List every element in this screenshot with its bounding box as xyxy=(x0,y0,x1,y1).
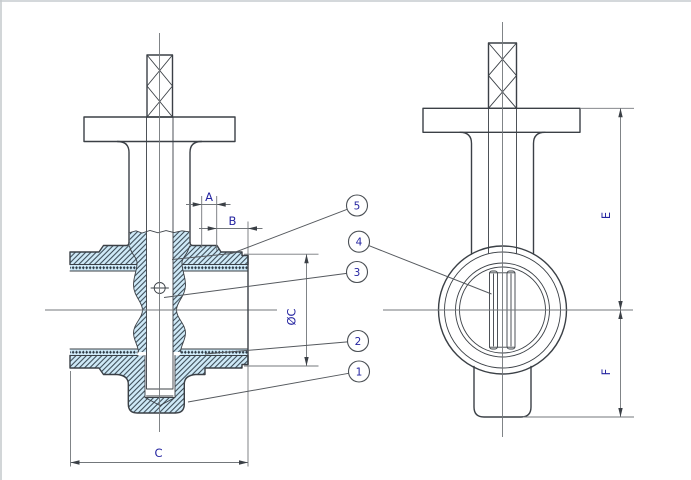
dim-diac-lines xyxy=(244,253,319,367)
dim-label-c: C xyxy=(154,446,162,460)
seat-liner-bottom-right xyxy=(180,349,248,356)
callout-3: 3 xyxy=(345,260,369,284)
stem-bore-cone xyxy=(144,397,176,407)
side-top-flange xyxy=(422,107,581,134)
disc-hub-right-outline xyxy=(176,245,190,353)
callout-5-number: 5 xyxy=(354,200,361,212)
callout-5-circle xyxy=(345,194,369,217)
callout-2-number: 2 xyxy=(355,336,362,348)
body-upper-outline xyxy=(69,241,249,266)
dim-label-e: E xyxy=(599,212,613,219)
dimensions: A B ØC C E F xyxy=(70,107,634,467)
seat-liner-bottom-left xyxy=(70,349,138,356)
callout-4-circle xyxy=(347,230,371,253)
callout-1-number: 1 xyxy=(356,366,363,378)
body-lower-outline xyxy=(69,354,249,414)
dim-ab-lines xyxy=(186,196,263,251)
dim-label-a: A xyxy=(205,190,213,204)
dim-label-f: F xyxy=(599,369,613,376)
callout-1: 1 xyxy=(347,360,371,383)
seat-liner-top-left xyxy=(70,264,137,271)
callout-5: 5 xyxy=(345,194,369,217)
seat-liner-top-right xyxy=(181,264,248,271)
leader-2 xyxy=(204,341,348,355)
section-centerlines xyxy=(45,33,277,432)
leader-4 xyxy=(368,245,492,295)
callouts: 5 4 3 2 1 xyxy=(163,194,492,403)
dim-ef-lines xyxy=(523,107,634,418)
callout-1-circle xyxy=(347,360,371,383)
disc-hub-left-outline xyxy=(129,245,143,353)
leader-5 xyxy=(171,208,348,260)
side-centerlines xyxy=(383,22,633,437)
callout-3-circle xyxy=(345,260,369,284)
leader-3 xyxy=(163,272,347,298)
stem-lines xyxy=(144,141,176,398)
callout-4-number: 4 xyxy=(356,237,363,249)
seat-liner-edges xyxy=(69,264,249,356)
dim-c-lines xyxy=(70,371,248,467)
dim-ab-arrows xyxy=(192,202,257,231)
leader-1 xyxy=(187,372,349,403)
callout-2: 2 xyxy=(346,329,370,353)
break-line xyxy=(129,230,190,234)
section-view xyxy=(45,33,277,432)
stem-through-flange xyxy=(146,116,174,142)
stem-bottom-bore xyxy=(145,355,175,398)
callout-3-number: 3 xyxy=(354,267,361,279)
dim-label-b: B xyxy=(229,214,237,228)
side-view xyxy=(383,22,633,437)
dim-label-dia-c: ØC xyxy=(285,308,299,325)
callout-4: 4 xyxy=(347,230,371,253)
callout-2-circle xyxy=(346,329,370,353)
